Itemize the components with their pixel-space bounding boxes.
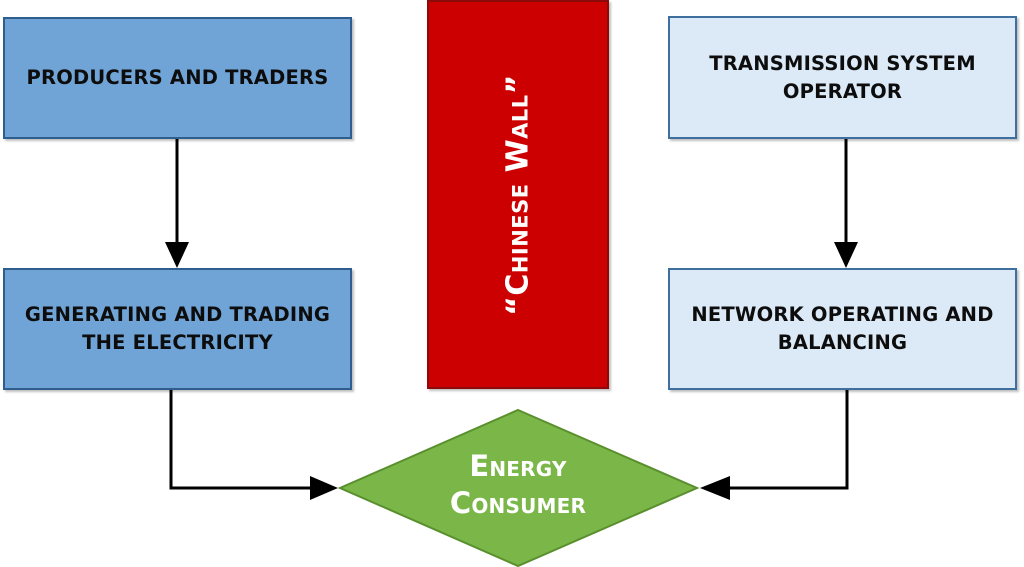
arrowhead-network-to-consumer xyxy=(700,476,730,500)
arrow-network-to-consumer xyxy=(728,390,849,490)
generating-label-line1: GENERATING AND TRADING xyxy=(24,303,331,326)
tso-label-line2: OPERATOR xyxy=(782,79,903,103)
producers-and-traders-box: PRODUCERS AND TRADERS xyxy=(3,17,352,139)
consumer-label-line1: Energy xyxy=(469,449,567,483)
consumer-diamond xyxy=(337,408,700,567)
network-label-line2: BALANCING xyxy=(777,331,908,354)
transmission-system-operator-box: TRANSMISSION SYSTEM OPERATOR xyxy=(668,16,1017,139)
arrowhead-producers-to-generating xyxy=(165,242,189,268)
consumer-label-line2: Consumer xyxy=(449,486,587,520)
energy-consumer-label: Energy Consumer xyxy=(418,448,618,522)
network-label-line1: NETWORK OPERATING AND xyxy=(691,303,994,326)
network-operating-box: NETWORK OPERATING AND BALANCING xyxy=(668,268,1017,390)
producers-and-traders-label: PRODUCERS AND TRADERS xyxy=(26,66,329,89)
generating-label-line2: THE ELECTRICITY xyxy=(82,331,273,354)
generating-and-trading-box: GENERATING AND TRADING THE ELECTRICITY xyxy=(3,268,352,390)
arrowhead-generating-to-consumer xyxy=(310,476,338,500)
chinese-wall-bar: “Chinese Wall” xyxy=(427,0,609,389)
arrow-generating-to-consumer xyxy=(169,390,312,490)
arrowhead-tso-to-network xyxy=(834,242,858,268)
chinese-wall-label: “Chinese Wall” xyxy=(500,73,536,316)
tso-label-line1: TRANSMISSION SYSTEM xyxy=(709,51,976,75)
